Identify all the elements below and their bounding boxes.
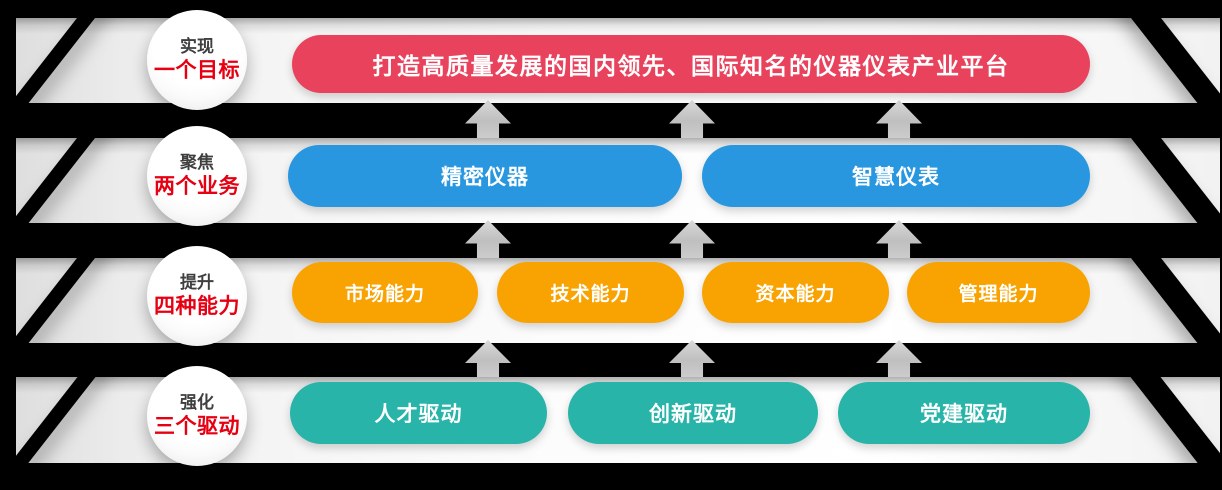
stage-badge-goal: 实现 一个目标 [147, 10, 247, 110]
band-left-fold [16, 258, 106, 343]
up-arrow-icon [465, 220, 511, 258]
band-right-fold [1120, 258, 1220, 343]
band-left-fold [16, 138, 106, 223]
up-arrow-icon [669, 100, 715, 138]
badge-verb: 强化 [180, 392, 214, 412]
pill-driver-party-building: 党建驱动 [838, 382, 1090, 444]
pill-capability-capital: 资本能力 [702, 262, 889, 323]
pill-capability-technology: 技术能力 [497, 262, 684, 323]
stage-badge-business: 聚焦 两个业务 [147, 126, 247, 226]
band-right-fold [1120, 377, 1220, 463]
pill-business-precision-instruments: 精密仪器 [288, 145, 682, 207]
badge-highlight: 三个驱动 [154, 414, 240, 438]
badge-verb: 提升 [180, 272, 214, 292]
pill-business-smart-meters: 智慧仪表 [702, 145, 1090, 207]
pill-capability-management: 管理能力 [907, 262, 1090, 323]
badge-highlight: 一个目标 [154, 58, 240, 82]
stage-badge-driver: 强化 三个驱动 [147, 366, 247, 466]
up-arrow-icon [465, 340, 511, 377]
pill-goal-platform: 打造高质量发展的国内领先、国际知名的仪器仪表产业平台 [292, 35, 1090, 93]
badge-highlight: 两个业务 [154, 174, 240, 198]
band-left-fold [16, 377, 106, 463]
stage-badge-capability: 提升 四种能力 [147, 246, 247, 346]
up-arrow-icon [465, 100, 511, 138]
band-left-fold [16, 18, 106, 103]
up-arrow-icon [876, 220, 922, 258]
up-arrow-icon [876, 100, 922, 138]
band-right-fold [1120, 138, 1220, 223]
badge-verb: 实现 [180, 36, 214, 56]
badge-highlight: 四种能力 [154, 294, 240, 318]
band-right-fold [1120, 18, 1220, 103]
badge-verb: 聚焦 [180, 152, 214, 172]
up-arrow-icon [669, 340, 715, 377]
up-arrow-icon [876, 340, 922, 377]
pill-driver-innovation: 创新驱动 [568, 382, 818, 444]
pill-capability-market: 市场能力 [292, 262, 478, 323]
up-arrow-icon [669, 220, 715, 258]
pill-driver-talent: 人才驱动 [290, 382, 547, 444]
